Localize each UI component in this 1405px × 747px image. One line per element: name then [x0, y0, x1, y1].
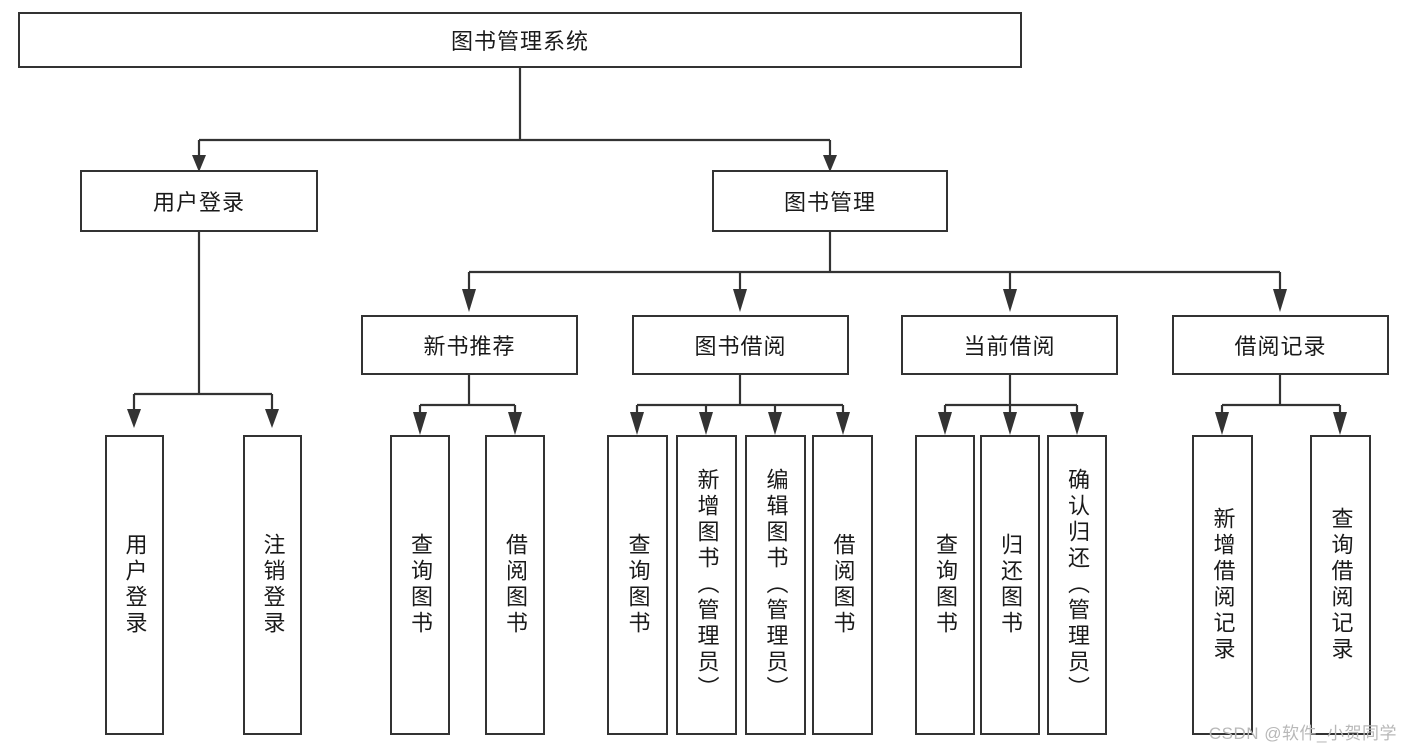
leaf-label: 注销登录 [260, 533, 286, 637]
leaf-user-login-login[interactable]: 用户登录 [105, 435, 164, 735]
node-book-management-label: 图书管理 [783, 190, 876, 215]
leaf-user-login-logout[interactable]: 注销登录 [243, 435, 302, 735]
node-new-book-recommend-label: 新书推荐 [423, 334, 516, 359]
node-borrow-record-label: 借阅记录 [1234, 334, 1327, 359]
node-book-borrow[interactable]: 图书借阅 [632, 315, 849, 375]
leaf-record-query[interactable]: 查询借阅记录 [1310, 435, 1371, 735]
leaf-label: 归还图书 [998, 533, 1023, 637]
node-current-borrow-label: 当前借阅 [963, 334, 1056, 359]
leaf-label: 查询图书 [933, 533, 958, 637]
leaf-label: 借阅图书 [830, 533, 856, 637]
leaf-label: 借阅图书 [503, 533, 528, 637]
arrow-head [127, 409, 141, 428]
arrow-head [699, 412, 713, 435]
leaf-current-confirm-return[interactable]: 确认归还（管理员） [1047, 435, 1107, 735]
arrow-head [1003, 412, 1017, 435]
leaf-new-book-borrow[interactable]: 借阅图书 [485, 435, 545, 735]
leaf-record-add[interactable]: 新增借阅记录 [1192, 435, 1253, 735]
arrow-head [1273, 289, 1287, 312]
arrow-head [265, 409, 279, 428]
leaf-borrow-query-book[interactable]: 查询图书 [607, 435, 668, 735]
leaf-label: 新增借阅记录 [1210, 507, 1236, 663]
arrow-head [768, 412, 782, 435]
leaf-current-query-book[interactable]: 查询图书 [915, 435, 975, 735]
csdn-watermark: CSDN @软件_小贺同学 [1208, 724, 1397, 743]
node-root[interactable]: 图书管理系统 [18, 12, 1022, 68]
node-current-borrow[interactable]: 当前借阅 [901, 315, 1118, 375]
leaf-label: 编辑图书（管理员） [763, 468, 789, 702]
leaf-label: 查询图书 [625, 533, 651, 637]
arrow-head [733, 289, 747, 312]
leaf-borrow-borrow-book[interactable]: 借阅图书 [812, 435, 873, 735]
arrow-head [413, 412, 427, 435]
leaf-label: 查询借阅记录 [1328, 507, 1354, 663]
node-new-book-recommend[interactable]: 新书推荐 [361, 315, 578, 375]
node-user-login-label: 用户登录 [152, 190, 245, 215]
arrow-head [1333, 412, 1347, 435]
arrow-head [1215, 412, 1229, 435]
arrow-head [630, 412, 644, 435]
node-root-label: 图书管理系统 [450, 29, 589, 54]
arrow-head [1070, 412, 1084, 435]
arrow-head [1003, 289, 1017, 312]
node-book-borrow-label: 图书借阅 [694, 334, 787, 359]
arrow-head [508, 412, 522, 435]
leaf-borrow-edit-book[interactable]: 编辑图书（管理员） [745, 435, 806, 735]
leaf-new-book-query[interactable]: 查询图书 [390, 435, 450, 735]
leaf-label: 查询图书 [408, 533, 433, 637]
node-book-management[interactable]: 图书管理 [712, 170, 948, 232]
leaf-label: 确认归还（管理员） [1065, 468, 1090, 702]
arrow-head [938, 412, 952, 435]
leaf-borrow-add-book[interactable]: 新增图书（管理员） [676, 435, 737, 735]
arrow-head [462, 289, 476, 312]
node-user-login[interactable]: 用户登录 [80, 170, 318, 232]
leaf-label: 新增图书（管理员） [694, 468, 720, 702]
leaf-current-return-book[interactable]: 归还图书 [980, 435, 1040, 735]
node-borrow-record[interactable]: 借阅记录 [1172, 315, 1389, 375]
leaf-label: 用户登录 [122, 533, 148, 637]
arrow-head [836, 412, 850, 435]
